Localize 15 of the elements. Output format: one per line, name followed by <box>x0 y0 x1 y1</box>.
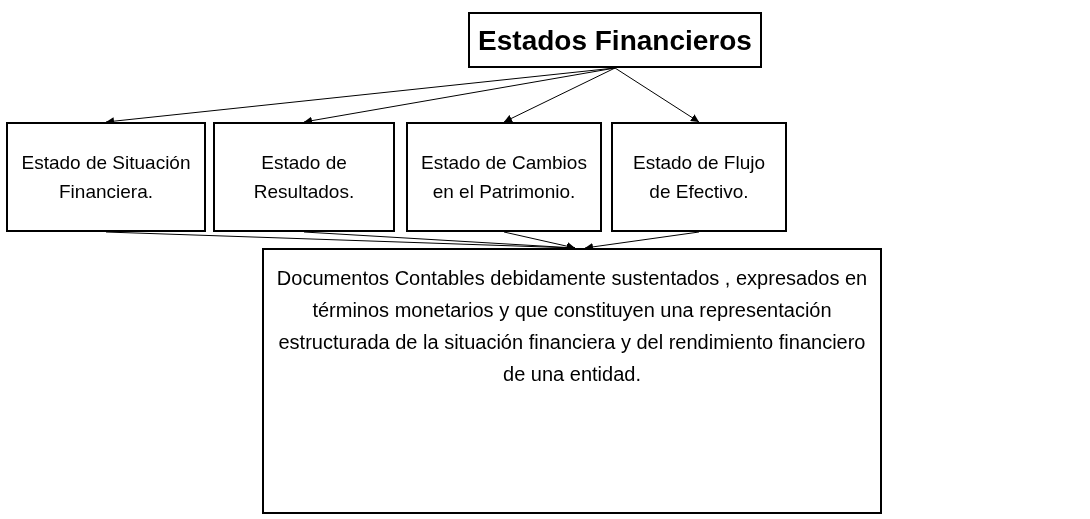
box-text: Estado de Flujo de Efectivo. <box>632 150 766 204</box>
arrow <box>614 67 700 123</box>
box-text: Documentos Contables debidamente sustentados , expresados en términos monetarios y que constituyen una representación estructurada de la situación financiera y del rendimiento financiero de una entidad. <box>275 266 869 387</box>
box-text: Estados Financieros <box>478 23 752 58</box>
box-text: Estado de Cambios en el Patrimonio. <box>420 150 588 204</box>
arrow <box>503 67 616 123</box>
text-box <box>262 248 882 514</box>
box-text: Estado de Resultados. <box>252 150 356 204</box>
text-box <box>611 122 787 232</box>
arrow <box>503 231 576 251</box>
box-text: Estado de Situación Financiera. <box>20 150 192 204</box>
text-box <box>6 122 206 232</box>
title-box <box>468 12 762 68</box>
text-box <box>213 122 395 232</box>
text-box <box>406 122 602 232</box>
